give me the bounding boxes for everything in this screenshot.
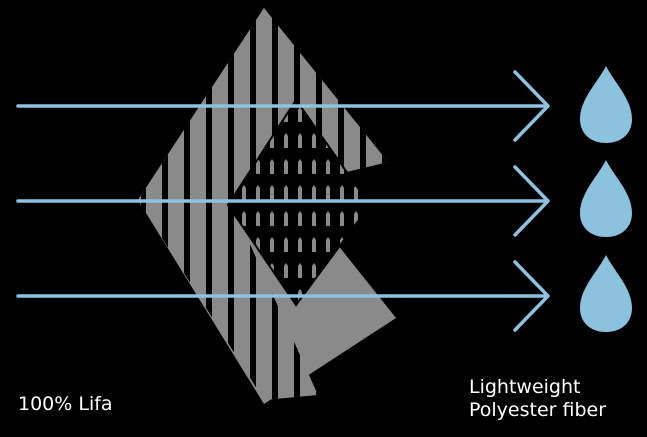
arrow-top <box>16 70 550 142</box>
caption-polyester-line1: Lightweight <box>469 376 581 398</box>
caption-polyester-line2: Polyester fiber <box>469 399 607 421</box>
caption-lifa: 100% Lifa <box>18 393 113 415</box>
water-drop-icon-bottom <box>580 255 632 332</box>
arrow-middle <box>16 165 550 237</box>
water-drop-icon-middle <box>580 160 632 237</box>
arrow-bottom <box>16 260 550 332</box>
water-drop-icon-top <box>580 66 632 143</box>
caption-polyester: Lightweight Polyester fiber <box>469 376 606 422</box>
